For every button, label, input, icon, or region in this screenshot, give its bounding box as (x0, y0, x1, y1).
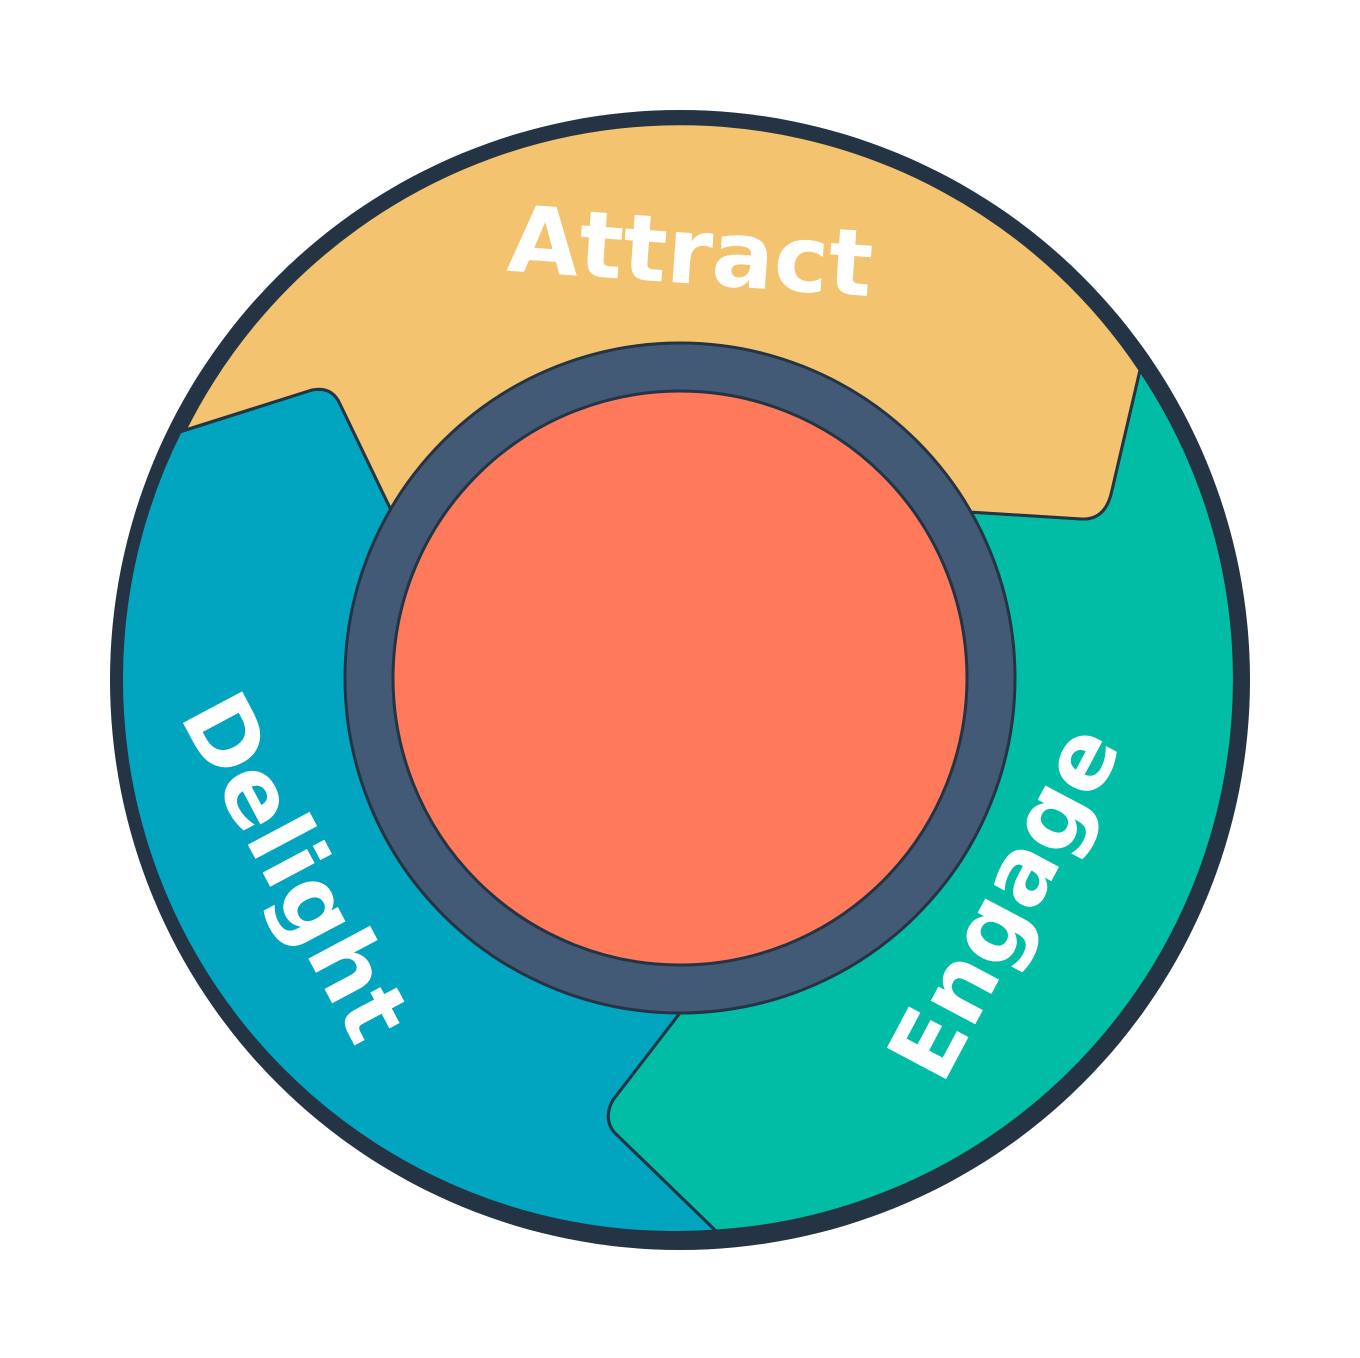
label-attract: Attract (505, 186, 877, 318)
center-circle (391, 389, 969, 967)
